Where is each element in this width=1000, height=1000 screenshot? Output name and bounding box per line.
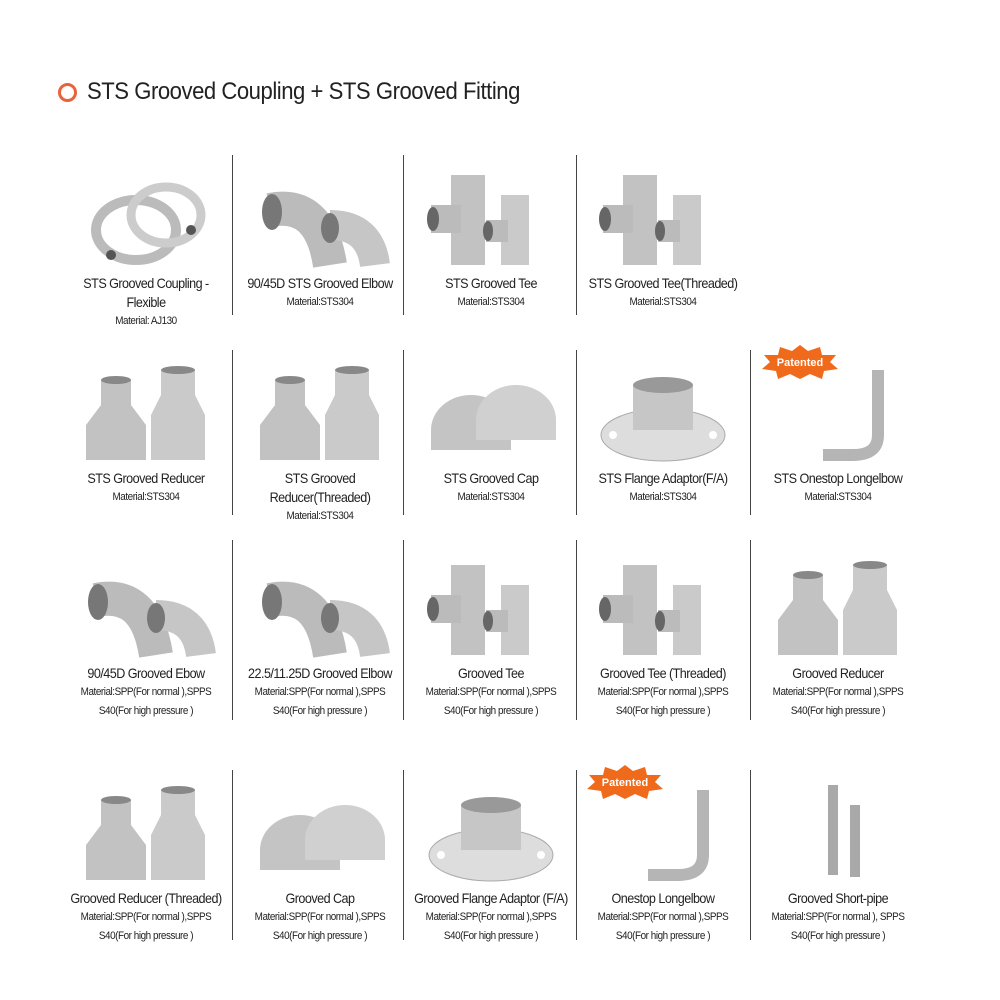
product-card: Grooved Flange Adaptor (F/A) Material:SP…	[405, 765, 577, 946]
patented-badge: Patented	[760, 345, 840, 379]
product-material: Material: AJ130	[115, 315, 177, 327]
reducer-image	[234, 345, 406, 465]
product-card: STS Flange Adaptor(F/A) Material:STS304	[577, 345, 749, 507]
product-card: 90/45D STS Grooved Elbow Material:STS304	[234, 150, 406, 312]
circle-bullet-icon	[58, 82, 77, 102]
product-name: Grooved Flange Adaptor (F/A)	[414, 890, 568, 906]
product-name: Grooved Tee (Threaded)	[600, 665, 726, 681]
product-name: STS Grooved Tee	[445, 275, 537, 291]
product-card: Grooved Reducer Material:SPP(For normal …	[752, 540, 924, 721]
patented-badge: Patented	[585, 765, 665, 799]
product-material: Material:SPP(For normal ),SPPS S40(For h…	[597, 686, 729, 717]
page-title: STS Grooved Coupling + STS Grooved Fitti…	[58, 78, 558, 106]
product-name: STS Grooved Tee(Threaded)	[588, 275, 738, 291]
product-card: Grooved Reducer (Threaded) Material:SPP(…	[60, 765, 232, 946]
product-material: Material:STS304	[457, 491, 525, 503]
product-card: Grooved Tee Material:SPP(For normal ),SP…	[405, 540, 577, 721]
svg-text:Patented: Patented	[602, 777, 648, 789]
product-name: 22.5/11.25D Grooved Elbow	[248, 665, 392, 681]
divider	[232, 540, 233, 720]
product-name: Grooved Short-pipe	[787, 890, 889, 906]
divider	[576, 350, 577, 515]
elbow-image	[60, 540, 232, 660]
product-material: Material:SPP(For normal ),SPPS S40(For h…	[425, 686, 557, 717]
tee-image	[577, 150, 749, 270]
reducer-image	[60, 345, 232, 465]
divider	[403, 770, 404, 940]
divider	[576, 155, 577, 315]
product-name: Grooved Reducer	[792, 665, 884, 681]
reducer-image	[60, 765, 232, 885]
elbow-image	[234, 150, 406, 270]
svg-text:Patented: Patented	[777, 357, 823, 369]
tee-image	[405, 540, 577, 660]
divider	[750, 540, 751, 720]
divider	[403, 350, 404, 515]
product-card: Grooved Short-pipe Material:SPP(For norm…	[752, 765, 924, 946]
divider	[232, 770, 233, 940]
reducer-image	[752, 540, 924, 660]
coupling-image	[60, 150, 232, 270]
product-material: Material:STS304	[457, 296, 525, 308]
divider	[403, 540, 404, 720]
product-material: Material:STS304	[286, 296, 354, 308]
divider	[232, 155, 233, 315]
product-name: STS Grooved Reducer	[87, 470, 205, 486]
product-card: STS Grooved Tee Material:STS304	[405, 150, 577, 312]
product-name: Onestop Longelbow	[611, 890, 715, 906]
product-card: STS Grooved Reducer(Threaded) Material:S…	[234, 345, 406, 526]
product-material: Material:STS304	[629, 296, 697, 308]
product-card: STS Grooved Reducer Material:STS304	[60, 345, 232, 507]
divider	[750, 770, 751, 940]
product-name: STS Flange Adaptor(F/A)	[598, 470, 728, 486]
cap-image	[234, 765, 406, 885]
product-name: Grooved Reducer (Threaded)	[70, 890, 222, 906]
flange-image	[577, 345, 749, 465]
product-material: Material:SPP(For normal ), SPPS S40(For …	[771, 911, 905, 942]
product-name: Grooved Tee	[458, 665, 525, 681]
product-name: STS Onestop Longelbow	[773, 470, 903, 486]
product-material: Material:SPP(For normal ),SPPS S40(For h…	[772, 686, 904, 717]
product-card: STS Grooved Tee(Threaded) Material:STS30…	[577, 150, 749, 312]
product-name: STS Grooved Reducer(Threaded)	[269, 470, 371, 505]
product-name: Grooved Cap	[285, 890, 355, 906]
product-material: Material:SPP(For normal ),SPPS S40(For h…	[254, 686, 386, 717]
product-name: STS Grooved Cap	[443, 470, 539, 486]
flange-image	[405, 765, 577, 885]
tee-image	[577, 540, 749, 660]
product-name: 90/45D STS Grooved Elbow	[247, 275, 393, 291]
product-card: Patented Onestop Longelbow Material:SPP(…	[577, 765, 749, 946]
longelbow-image: Patented	[577, 765, 749, 885]
product-material: Material:SPP(For normal ),SPPS S40(For h…	[425, 911, 557, 942]
product-name: STS Grooved Coupling - Flexible	[83, 275, 209, 310]
elbow-image	[234, 540, 406, 660]
tee-image	[405, 150, 577, 270]
product-material: Material:SPP(For normal ),SPPS S40(For h…	[80, 911, 212, 942]
divider	[403, 155, 404, 315]
product-material: Material:STS304	[286, 510, 354, 522]
product-material: Material:STS304	[629, 491, 697, 503]
product-material: Material:SPP(For normal ),SPPS S40(For h…	[254, 911, 386, 942]
product-card: Grooved Cap Material:SPP(For normal ),SP…	[234, 765, 406, 946]
product-card: 22.5/11.25D Grooved Elbow Material:SPP(F…	[234, 540, 406, 721]
product-card: Patented STS Onestop Longelbow Material:…	[752, 345, 924, 507]
product-material: Material:STS304	[112, 491, 180, 503]
divider	[576, 540, 577, 720]
divider	[750, 350, 751, 515]
product-material: Material:STS304	[804, 491, 872, 503]
longelbow-image: Patented	[752, 345, 924, 465]
product-card: STS Grooved Coupling - Flexible Material…	[60, 150, 232, 331]
pipe-image	[752, 765, 924, 885]
product-card: Grooved Tee (Threaded) Material:SPP(For …	[577, 540, 749, 721]
product-card: STS Grooved Cap Material:STS304	[405, 345, 577, 507]
divider	[576, 770, 577, 940]
cap-image	[405, 345, 577, 465]
title-text: STS Grooved Coupling + STS Grooved Fitti…	[87, 78, 520, 105]
product-card: 90/45D Grooved Ebow Material:SPP(For nor…	[60, 540, 232, 721]
product-material: Material:SPP(For normal ),SPPS S40(For h…	[597, 911, 729, 942]
product-name: 90/45D Grooved Ebow	[87, 665, 205, 681]
divider	[232, 350, 233, 515]
product-material: Material:SPP(For normal ),SPPS S40(For h…	[80, 686, 212, 717]
